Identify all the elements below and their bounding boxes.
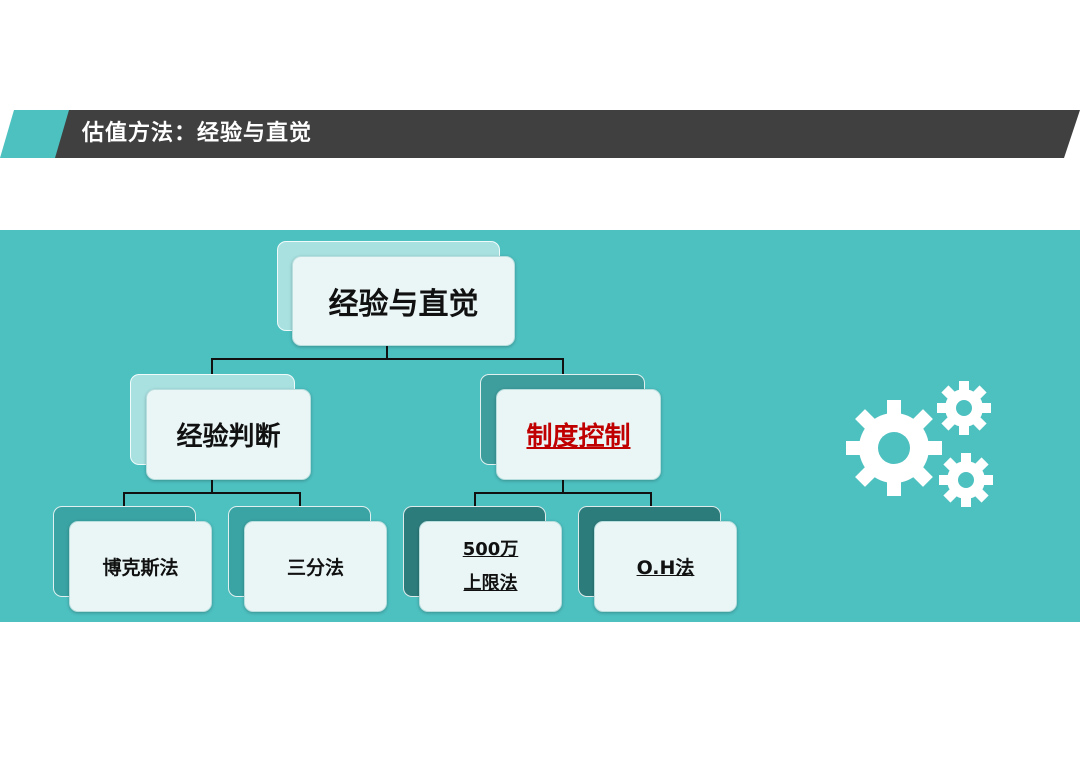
connector-level1-bar [211,358,564,360]
connector-right-down [562,358,564,376]
connector-left-down [211,358,213,376]
connector-leaf3-down [474,492,476,508]
root-node-label: 经验与直觉 [292,256,515,346]
leaf-node-1-label: 博克斯法 [69,521,212,612]
leaf-node-3-label: 500万 上限法 [419,521,562,612]
title-bar [55,110,1080,158]
leaf-node-3-line1: 500万 [462,538,519,560]
connector-leaf1-down [123,492,125,508]
leaf-node-2-label: 三分法 [244,521,387,612]
connector-root-down [386,346,388,359]
branch-node-left-label: 经验判断 [146,389,311,480]
leaf-node-3-line2: 上限法 [463,572,518,594]
connector-right-branch-down [562,480,564,493]
connector-right-leaf-bar [474,492,652,494]
connector-leaf2-down [299,492,301,508]
connector-leaf4-down [650,492,652,508]
page-title: 估值方法：经验与直觉 [82,121,313,146]
leaf-node-4-label: O.H法 [594,521,737,612]
branch-node-right-label: 制度控制 [496,389,661,480]
gears-icon [846,381,993,507]
connector-left-leaf-bar [123,492,301,494]
connector-left-branch-down [211,480,213,493]
